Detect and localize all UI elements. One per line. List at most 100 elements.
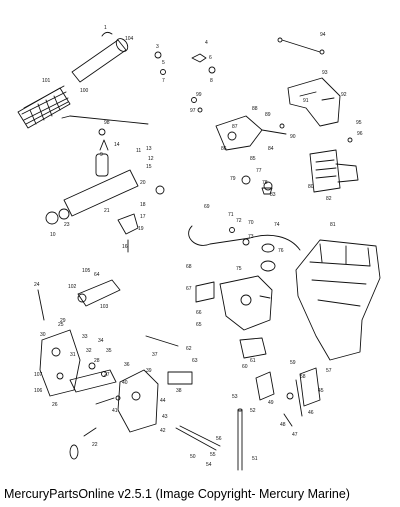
callout-label: 34: [98, 338, 104, 344]
callout-label: 86: [221, 146, 227, 152]
callout-label: 9: [100, 152, 103, 158]
tilt-lock-lever: [215, 115, 287, 151]
callout-label: 16: [122, 244, 128, 250]
swivel-pivot-block: [195, 275, 273, 359]
callout-label: 98: [104, 120, 110, 126]
plate-rings-mid: [229, 227, 276, 272]
thru-bolt-left: [37, 289, 45, 321]
callout-label: 24: [34, 282, 40, 288]
callout-label: 99: [196, 92, 202, 98]
callout-label: 73: [248, 234, 254, 240]
callout-label: 43: [162, 414, 168, 420]
callout-label: 23: [64, 222, 70, 228]
stern-bracket-right: [117, 369, 159, 433]
callout-label: 95: [356, 120, 362, 126]
callout-label: 1: [104, 25, 107, 31]
callout-label: 3: [156, 44, 159, 50]
callout-label: 69: [204, 204, 210, 210]
callout-label: 36: [124, 362, 130, 368]
callout-label: 77: [256, 168, 262, 174]
callout-label: 45: [318, 388, 324, 394]
callout-label: 91: [303, 98, 309, 104]
callout-label: 67: [186, 286, 192, 292]
callout-label: 60: [242, 364, 248, 370]
callout-label: 78: [262, 180, 268, 186]
callout-label: 19: [138, 226, 144, 232]
callout-label: 84: [268, 146, 274, 152]
callout-label: 58: [300, 374, 306, 380]
callout-label: 66: [196, 310, 202, 316]
stop-block-part: [309, 149, 359, 193]
callout-label: 59: [290, 360, 296, 366]
callout-label: 11: [136, 148, 141, 154]
callout-label: 35: [106, 348, 112, 354]
callout-label: 100: [80, 88, 89, 94]
callout-label: 48: [280, 422, 286, 428]
callout-label: 97: [190, 108, 196, 114]
callout-label: 106: [34, 388, 43, 394]
wedge-block: [167, 371, 193, 385]
callout-label: 8: [210, 78, 213, 84]
swivel-tube-part: [71, 31, 129, 83]
ribbed-sleeve-part: [17, 85, 71, 129]
callout-label: 94: [320, 32, 326, 38]
callout-label: 31: [70, 352, 76, 358]
callout-label: 5: [162, 60, 165, 66]
callout-label: 102: [68, 284, 77, 290]
callout-label: 37: [152, 352, 158, 358]
callout-label: 40: [122, 380, 128, 386]
callout-label: 41: [112, 408, 118, 414]
callout-label: 52: [250, 408, 256, 414]
callout-label: 70: [248, 220, 254, 226]
callout-label: 81: [330, 222, 336, 228]
callout-label: 26: [52, 402, 58, 408]
callout-label: 63: [192, 358, 198, 364]
link-bracket-small: [117, 213, 139, 253]
small-parts-lower-left: [69, 362, 121, 460]
callout-label: 56: [216, 436, 222, 442]
callout-label: 13: [146, 146, 152, 152]
callout-label: 57: [326, 368, 332, 374]
callout-label: 82: [326, 196, 332, 202]
stern-bracket-left: [39, 329, 117, 397]
callout-label: 12: [148, 156, 154, 162]
callout-label: 4: [205, 40, 208, 46]
callout-label: 65: [196, 322, 202, 328]
callout-label: 105: [82, 268, 91, 274]
callout-label: 14: [114, 142, 120, 148]
tilt-lever-arm: [77, 279, 121, 307]
trim-tab-lower-right: [255, 367, 321, 417]
image-caption: MercuryPartsOnline v2.5.1 (Image Copyrig…: [4, 487, 350, 501]
callout-label: 93: [322, 70, 328, 76]
callout-label: 68: [186, 264, 192, 270]
callout-label: 10: [50, 232, 56, 238]
callout-label: 44: [160, 398, 166, 404]
callout-label: 89: [265, 112, 271, 118]
callout-label: 71: [228, 212, 234, 218]
callout-label: 92: [341, 92, 347, 98]
callout-label: 18: [140, 202, 146, 208]
callout-label: 64: [94, 272, 100, 278]
pin-lower-right: [283, 413, 293, 427]
pivot-pin-center: [145, 335, 179, 347]
swivel-bracket-upper: [287, 77, 341, 127]
callout-label: 50: [190, 454, 196, 460]
tilt-rod-part: [69, 115, 149, 125]
callout-label: 83: [270, 192, 276, 198]
callout-label: 27: [104, 372, 110, 378]
callout-label: 20: [140, 180, 146, 186]
callout-label: 47: [292, 432, 298, 438]
fastener-cluster-top: [154, 37, 325, 113]
hydraulic-line: [188, 225, 301, 251]
callout-label: 42: [160, 428, 166, 434]
callout-label: 49: [268, 400, 274, 406]
callout-label: 74: [274, 222, 280, 228]
callout-label: 72: [236, 218, 242, 224]
callout-label: 30: [40, 332, 46, 338]
callout-label: 62: [186, 346, 192, 352]
callout-label: 17: [140, 214, 146, 220]
callout-label: 55: [210, 452, 216, 458]
callout-label: 87: [232, 124, 238, 130]
callout-label: 103: [100, 304, 109, 310]
